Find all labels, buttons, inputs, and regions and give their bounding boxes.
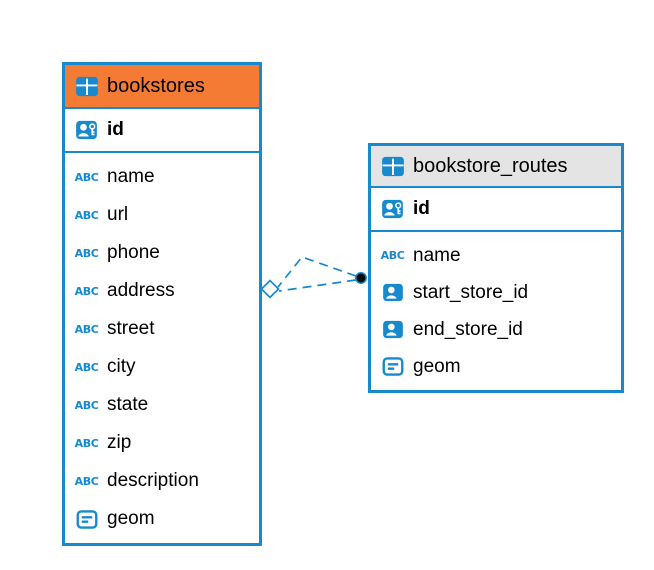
text-abc-icon: ABC	[74, 284, 99, 298]
column-row[interactable]: ABC name	[371, 237, 621, 274]
column-row[interactable]: ABC name	[65, 158, 259, 196]
column-row[interactable]: ABC phone	[65, 234, 259, 272]
column-label: zip	[107, 432, 132, 453]
relationship-link[interactable]	[277, 255, 357, 292]
primary-key-row[interactable]: id	[371, 188, 621, 232]
column-row[interactable]: geom	[371, 348, 621, 385]
relation-line	[278, 279, 357, 292]
text-abc-icon: ABC	[74, 360, 99, 374]
relation-diamond-marker	[260, 279, 280, 299]
table-icon	[379, 156, 406, 177]
table-bookstore-routes[interactable]: bookstore_routes id ABC name start_store…	[368, 143, 624, 393]
person-key-icon	[379, 199, 406, 219]
column-row[interactable]: geom	[65, 500, 259, 538]
columns-list: ABC name ABC url ABC phone ABC address A…	[65, 153, 259, 543]
column-label: id	[107, 119, 124, 140]
column-row[interactable]: ABC url	[65, 196, 259, 234]
column-row[interactable]: start_store_id	[371, 274, 621, 311]
text-abc-icon: ABC	[74, 246, 99, 260]
table-title: bookstores	[107, 74, 205, 97]
geometry-icon	[73, 510, 100, 529]
column-label: street	[107, 318, 155, 339]
column-row[interactable]: end_store_id	[371, 311, 621, 348]
column-label: description	[107, 470, 199, 491]
column-label: city	[107, 356, 136, 377]
text-abc-icon: ABC	[74, 474, 99, 488]
column-row[interactable]: ABC state	[65, 386, 259, 424]
relation-dot-marker	[355, 272, 367, 284]
column-label: name	[107, 166, 155, 187]
column-label: address	[107, 280, 175, 301]
geometry-icon	[379, 357, 406, 376]
table-header[interactable]: bookstores	[65, 65, 259, 109]
column-row[interactable]: ABC address	[65, 272, 259, 310]
text-abc-icon: ABC	[74, 398, 99, 412]
column-label: name	[413, 244, 461, 266]
person-icon	[379, 320, 406, 339]
table-title: bookstore_routes	[413, 154, 568, 177]
column-label: id	[413, 198, 430, 219]
text-abc-icon: ABC	[74, 436, 99, 450]
column-row[interactable]: ABC city	[65, 348, 259, 386]
column-label: phone	[107, 242, 160, 263]
table-header[interactable]: bookstore_routes	[371, 146, 621, 188]
column-label: geom	[107, 508, 155, 529]
text-abc-icon: ABC	[74, 170, 99, 184]
text-abc-icon: ABC	[74, 322, 99, 336]
column-label: url	[107, 204, 129, 225]
column-row[interactable]: ABC description	[65, 462, 259, 500]
columns-list: ABC name start_store_id end_store_id geo…	[371, 232, 621, 390]
table-bookstores[interactable]: bookstores id ABC name ABC url ABC phone…	[62, 62, 262, 546]
column-label: geom	[413, 355, 461, 377]
person-key-icon	[73, 120, 100, 140]
primary-key-row[interactable]: id	[65, 109, 259, 153]
column-row[interactable]: ABC zip	[65, 424, 259, 462]
person-icon	[379, 283, 406, 302]
text-abc-icon: ABC	[74, 208, 99, 222]
column-label: end_store_id	[413, 318, 523, 340]
text-abc-icon: ABC	[380, 249, 405, 262]
relation-line	[277, 255, 357, 288]
table-icon	[73, 76, 100, 97]
column-row[interactable]: ABC street	[65, 310, 259, 348]
column-label: state	[107, 394, 149, 415]
column-label: start_store_id	[413, 281, 529, 303]
